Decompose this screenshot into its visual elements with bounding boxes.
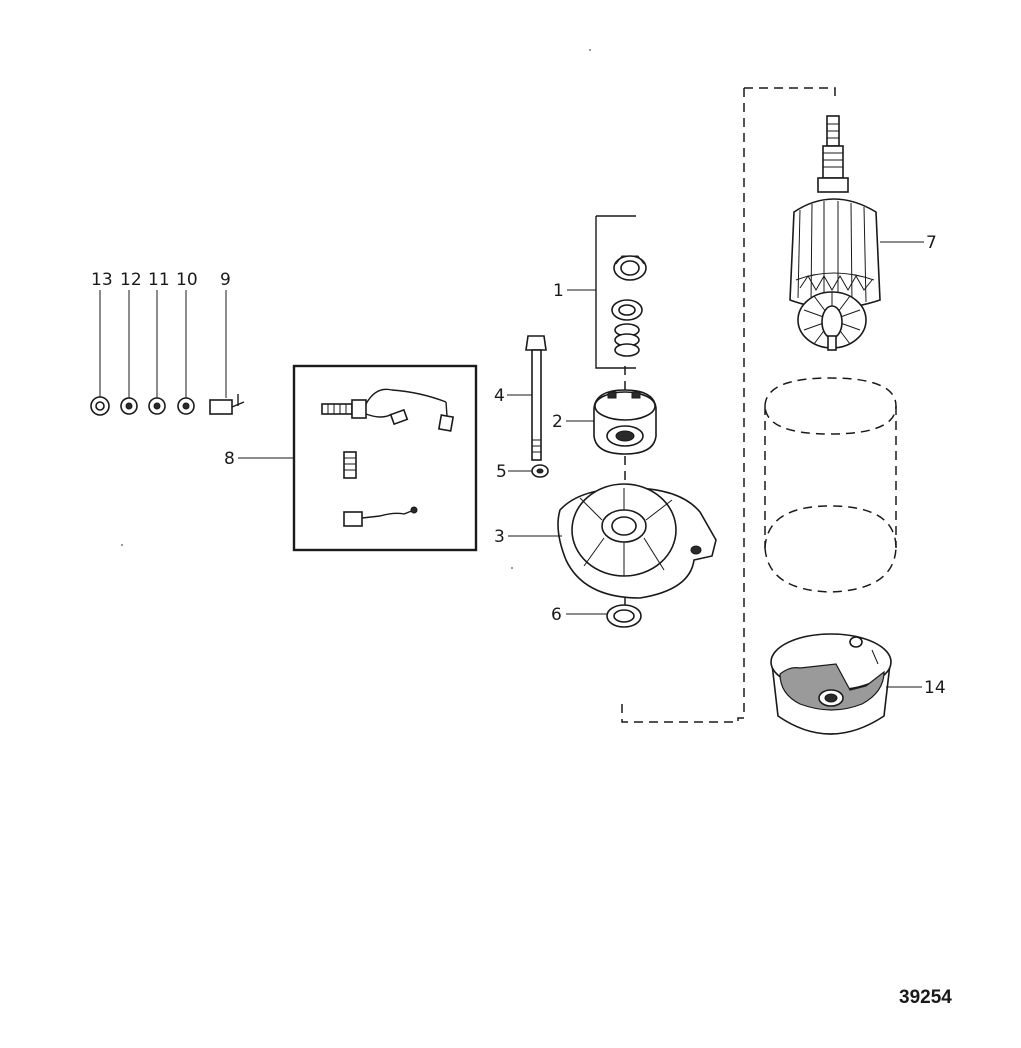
part-brush-kit <box>292 364 478 552</box>
scan-speck <box>511 567 513 569</box>
callout-13: 13 <box>91 270 113 290</box>
part-armature <box>789 115 881 351</box>
part-end-cap <box>770 633 892 735</box>
part-nut-12 <box>120 397 138 415</box>
part-lockwasher <box>531 464 549 478</box>
callout-1: 1 <box>553 281 564 301</box>
part-terminal-9 <box>209 394 245 415</box>
callout-10: 10 <box>176 270 198 290</box>
part-nut-10 <box>177 397 195 415</box>
leader-lines <box>99 241 924 688</box>
scan-speck <box>121 544 123 546</box>
part-nut-11 <box>148 397 166 415</box>
part-washer <box>606 604 642 628</box>
callout-14: 14 <box>924 678 946 698</box>
assembly-bracket <box>621 87 836 723</box>
callout-9: 9 <box>220 270 231 290</box>
field-frame <box>764 377 897 593</box>
callout-5: 5 <box>496 462 507 482</box>
part-end-frame <box>557 483 717 608</box>
part-hardware-stack <box>595 215 647 390</box>
callout-12: 12 <box>120 270 142 290</box>
callout-6: 6 <box>551 605 562 625</box>
part-bushing <box>593 389 657 486</box>
part-nut-13 <box>90 396 110 416</box>
callout-3: 3 <box>494 527 505 547</box>
part-thru-bolt <box>525 335 547 461</box>
scan-speck <box>589 49 591 51</box>
callout-4: 4 <box>494 386 505 406</box>
callout-7: 7 <box>926 233 937 253</box>
figure-number: 39254 <box>899 987 952 1008</box>
callout-2: 2 <box>552 412 563 432</box>
callout-11: 11 <box>148 270 170 290</box>
callout-8: 8 <box>224 449 235 469</box>
